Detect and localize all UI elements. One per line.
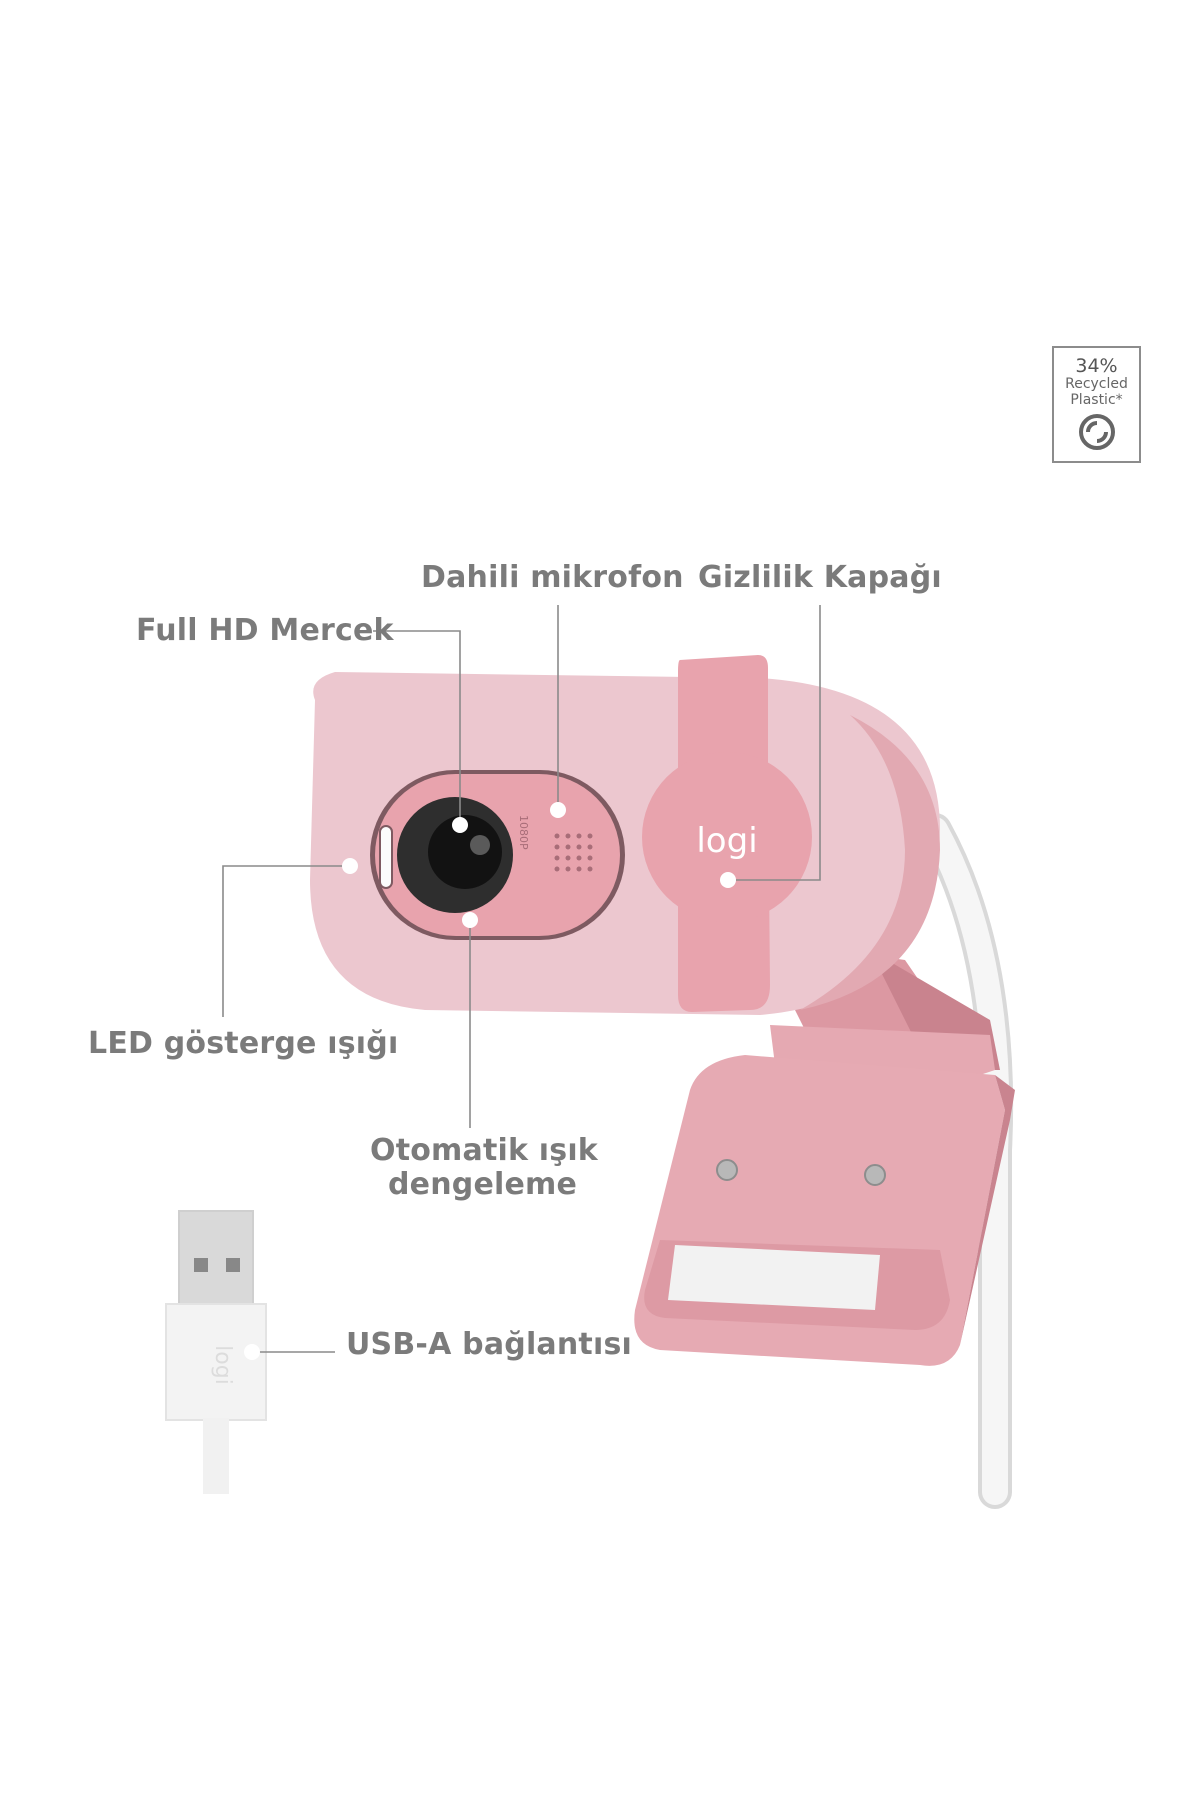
screw-right-icon: [864, 1164, 886, 1186]
lens-marking: 1080P: [517, 815, 530, 850]
usb-connector-shell: [180, 1212, 252, 1308]
callout-auto-light-1: Otomatik ışık: [370, 1133, 598, 1168]
usb-plug-housing: [165, 1303, 267, 1421]
badge-percent: 34%: [1075, 355, 1118, 377]
badge-line-1: Recycled: [1065, 376, 1128, 392]
leader-dots: [244, 802, 736, 1360]
leader-lines: [222, 605, 821, 1353]
recycle-icon: [1078, 414, 1115, 450]
usb-logi-mark: logi: [210, 1345, 235, 1385]
lens-inner: [428, 815, 502, 889]
usb-cable-lower: [203, 1418, 229, 1494]
camera-body-side: [800, 715, 940, 1010]
callout-led: LED gösterge ışığı: [88, 1026, 399, 1061]
lens-reflection: [470, 835, 490, 855]
led-indicator: [379, 825, 393, 889]
mount-grip-pad: [668, 1245, 880, 1310]
recycled-plastic-badge: 34% Recycled Plastic*: [1052, 346, 1141, 463]
logi-brand-mark: logi: [696, 821, 757, 861]
microphone-grille: [554, 833, 593, 872]
callout-usb: USB-A bağlantısı: [346, 1327, 632, 1362]
callout-lens: Full HD Mercek: [136, 613, 394, 648]
callout-privacy-cover: Gizlilik Kapağı: [698, 560, 942, 595]
callout-microphone: Dahili mikrofon: [421, 560, 684, 595]
screw-left-icon: [716, 1159, 738, 1181]
usb-contact-left: [194, 1258, 208, 1272]
usb-contact-right: [226, 1258, 240, 1272]
badge-line-2: Plastic*: [1070, 392, 1123, 408]
mount-base-edge: [960, 1075, 1015, 1345]
callout-auto-light-2: dengeleme: [388, 1167, 578, 1202]
